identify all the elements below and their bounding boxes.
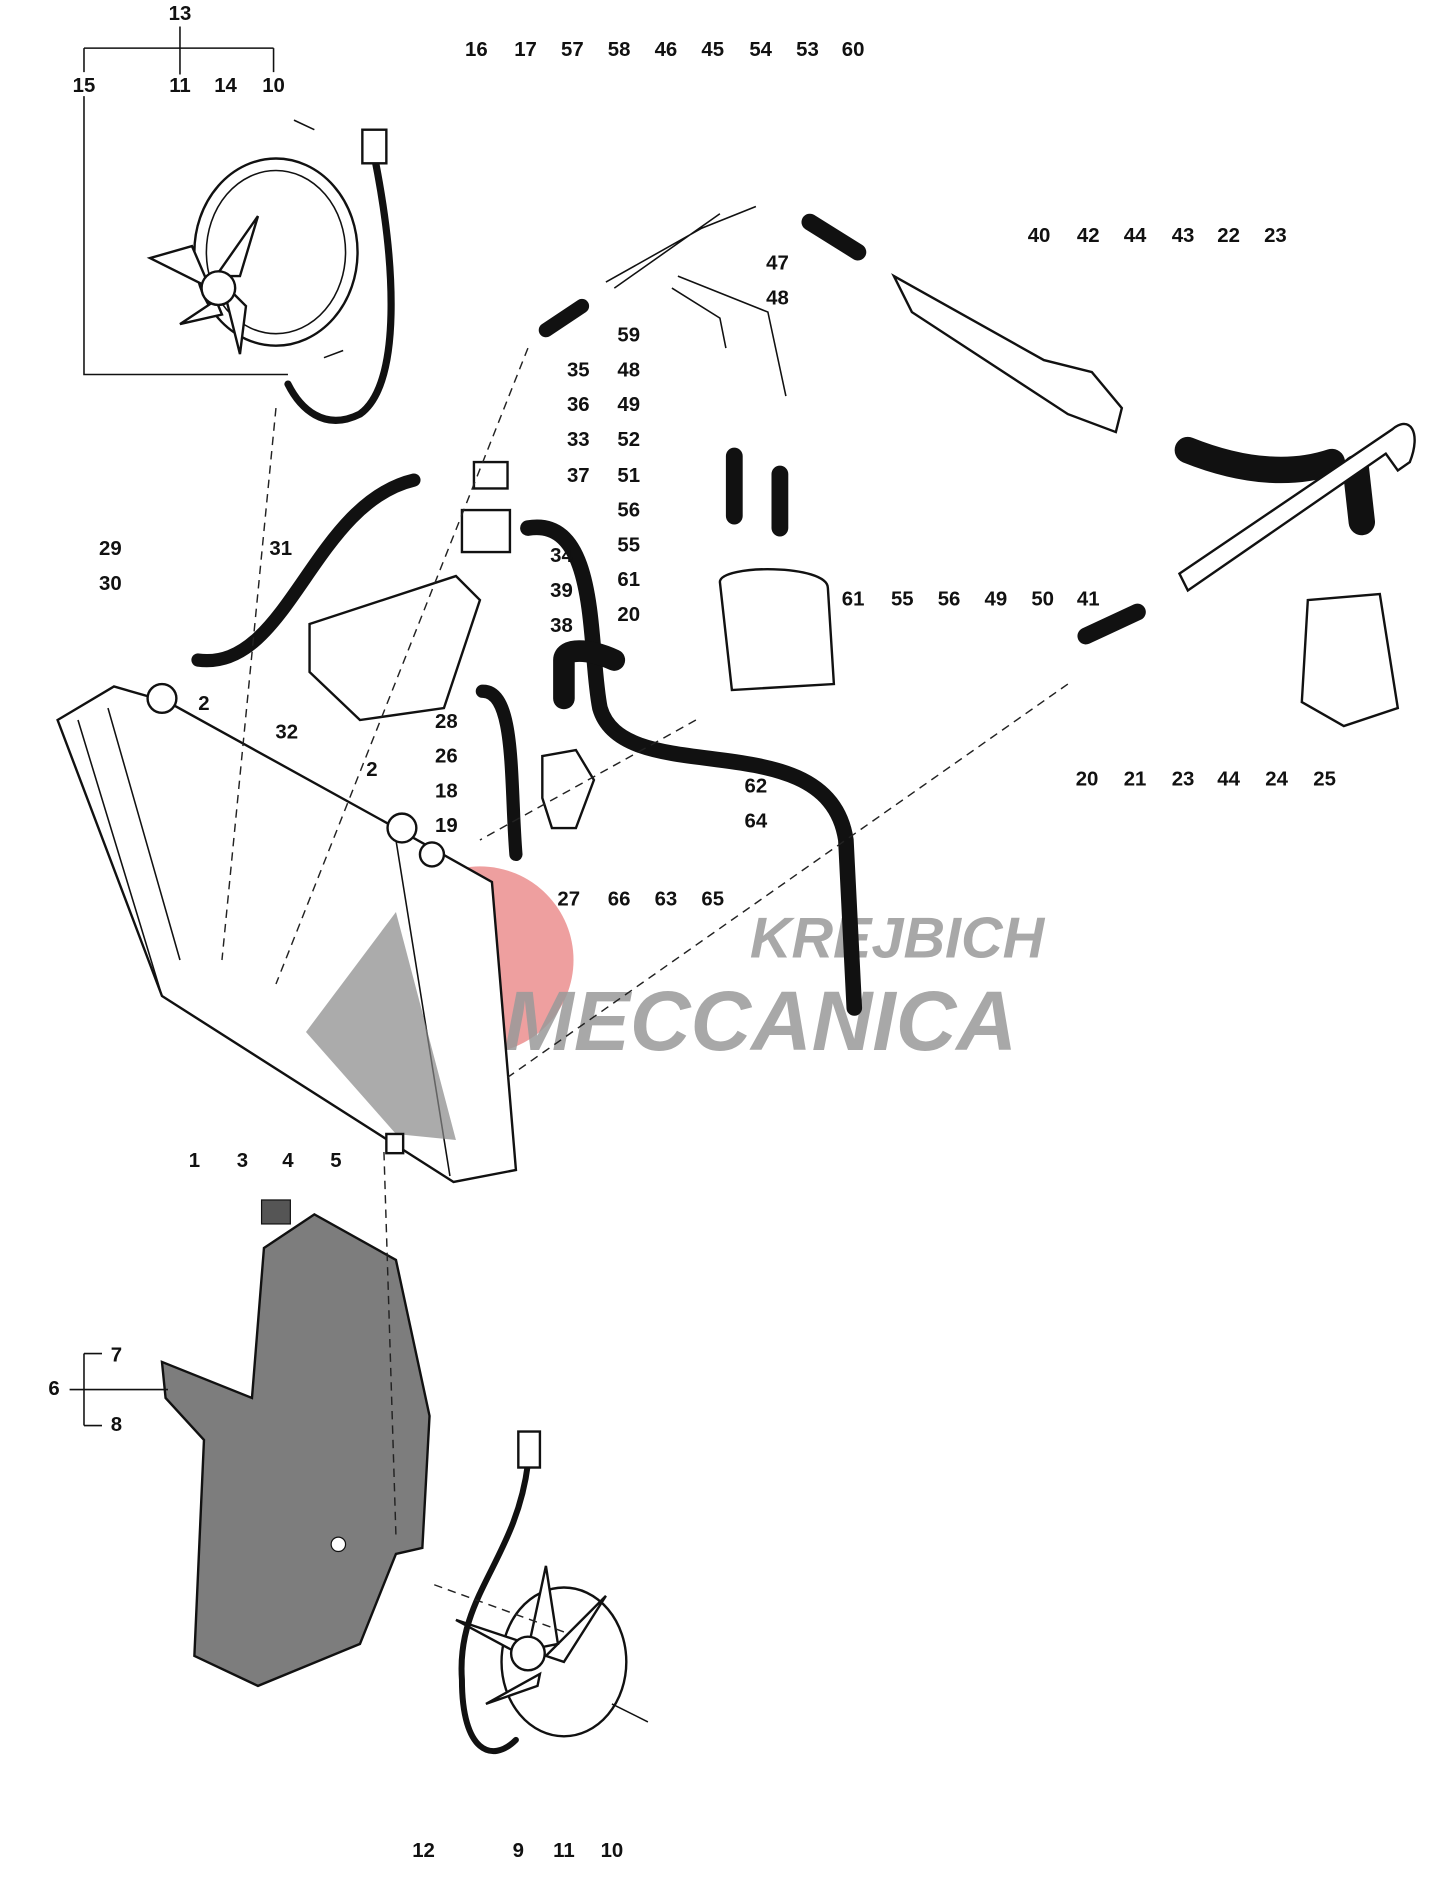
cooling-fan-top: [146, 119, 395, 424]
part-label-63: 63: [655, 888, 678, 910]
part-label-34: 34: [550, 545, 573, 567]
part-label-39: 39: [550, 580, 573, 602]
part-label-48: 48: [766, 287, 789, 309]
part-label-10: 10: [601, 1840, 624, 1862]
part-label-3: 3: [237, 1150, 248, 1172]
part-label-44: 44: [1124, 225, 1147, 247]
cooling-fan-bottom: [455, 1430, 649, 1754]
part-label-22: 22: [1217, 225, 1240, 247]
part-label-49: 49: [985, 588, 1008, 610]
part-label-45: 45: [701, 39, 724, 61]
part-label-30: 30: [99, 573, 122, 595]
part-label-61: 61: [617, 569, 640, 591]
part-label-18: 18: [435, 780, 458, 802]
part-label-17: 17: [514, 39, 537, 61]
part-label-27: 27: [557, 888, 580, 910]
part-label-2: 2: [198, 693, 209, 715]
watermark-line1: KREJBICH: [750, 907, 1046, 971]
leader-brackets: [69, 26, 288, 1427]
watermark-line2: MECCANICA: [504, 974, 1017, 1068]
part-label-60: 60: [842, 39, 865, 61]
part-label-53: 53: [796, 39, 819, 61]
part-label-42: 42: [1077, 225, 1100, 247]
part-label-5: 5: [330, 1150, 341, 1172]
part-label-48: 48: [617, 359, 640, 381]
part-label-66: 66: [608, 888, 631, 910]
part-label-19: 19: [435, 815, 458, 837]
part-label-56: 56: [938, 588, 961, 610]
part-label-28: 28: [435, 711, 458, 733]
part-label-14: 14: [214, 75, 237, 97]
part-label-51: 51: [617, 465, 640, 487]
part-label-6: 6: [48, 1378, 59, 1400]
part-label-25: 25: [1313, 768, 1336, 790]
part-label-26: 26: [435, 746, 458, 768]
part-label-15: 15: [73, 75, 96, 97]
part-label-24: 24: [1265, 768, 1288, 790]
part-label-49: 49: [617, 394, 640, 416]
part-label-58: 58: [608, 39, 631, 61]
part-label-20: 20: [617, 604, 640, 626]
part-label-65: 65: [701, 888, 724, 910]
part-label-37: 37: [567, 465, 590, 487]
part-label-33: 33: [567, 429, 590, 451]
part-label-7: 7: [111, 1344, 122, 1366]
assembly-lines: [221, 347, 1069, 1633]
part-label-43: 43: [1172, 225, 1195, 247]
part-label-62: 62: [745, 776, 768, 798]
part-label-13: 13: [169, 3, 192, 25]
part-label-44: 44: [1217, 768, 1240, 790]
part-label-50: 50: [1031, 588, 1054, 610]
part-label-29: 29: [99, 538, 122, 560]
part-label-11: 11: [553, 1840, 575, 1862]
part-label-56: 56: [617, 500, 640, 522]
part-label-20: 20: [1076, 768, 1099, 790]
part-label-64: 64: [745, 810, 768, 832]
part-label-21: 21: [1124, 768, 1147, 790]
part-label-2: 2: [366, 759, 377, 781]
part-label-32: 32: [275, 722, 298, 744]
part-label-61: 61: [842, 588, 865, 610]
part-label-47: 47: [766, 252, 789, 274]
part-label-23: 23: [1264, 225, 1287, 247]
part-label-9: 9: [513, 1840, 524, 1862]
part-label-57: 57: [561, 39, 584, 61]
part-label-46: 46: [655, 39, 678, 61]
part-label-52: 52: [617, 429, 640, 451]
part-label-4: 4: [282, 1150, 294, 1172]
fan-shroud: [160, 1199, 431, 1688]
part-label-55: 55: [891, 588, 914, 610]
part-label-55: 55: [617, 534, 640, 556]
hoses: [191, 205, 1416, 1016]
part-label-31: 31: [269, 538, 292, 560]
part-label-36: 36: [567, 394, 590, 416]
part-label-38: 38: [550, 615, 573, 637]
part-label-54: 54: [749, 39, 772, 61]
part-label-12: 12: [412, 1840, 435, 1862]
part-label-16: 16: [465, 39, 488, 61]
part-label-23: 23: [1172, 768, 1195, 790]
part-label-11: 11: [169, 75, 191, 97]
part-label-10: 10: [262, 75, 285, 97]
part-label-8: 8: [111, 1414, 122, 1436]
part-label-35: 35: [567, 359, 590, 381]
part-label-1: 1: [189, 1150, 200, 1172]
part-label-41: 41: [1077, 588, 1100, 610]
radiator: [56, 682, 518, 1184]
part-label-59: 59: [617, 324, 640, 346]
part-label-40: 40: [1028, 225, 1051, 247]
